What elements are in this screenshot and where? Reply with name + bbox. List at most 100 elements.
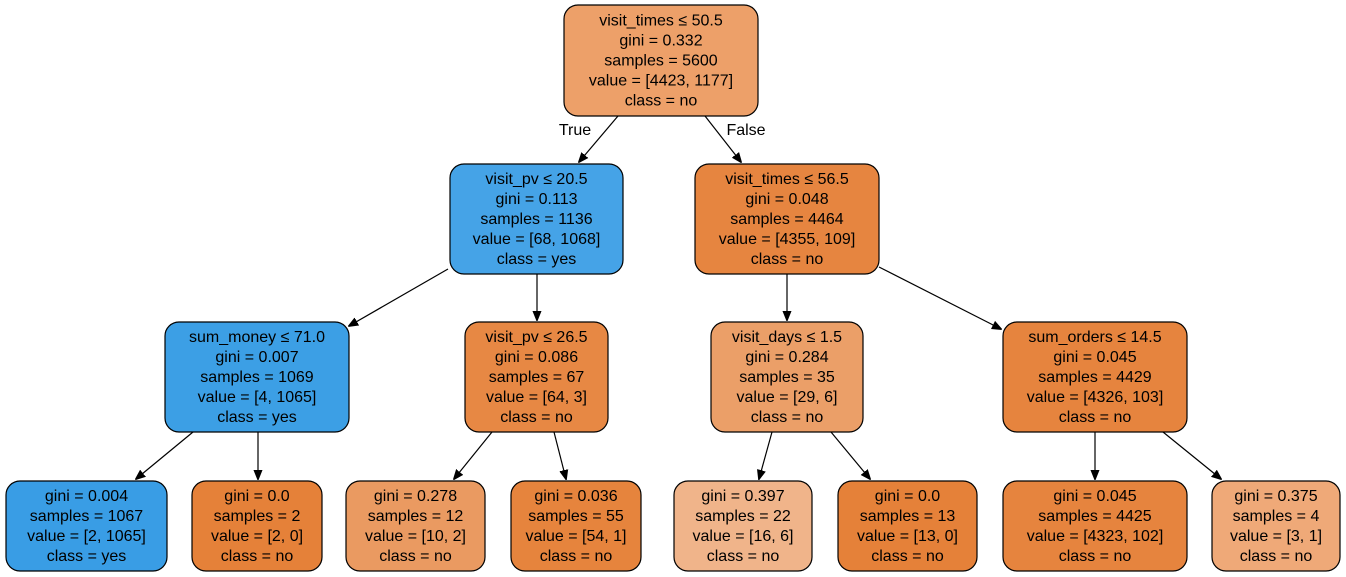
tree-node-n6: sum_orders ≤ 14.5 gini = 0.045 samples = 4… [1002, 321, 1188, 433]
node-text-line: samples = 4425 [1038, 508, 1152, 525]
node-text-line: value = [4326, 103] [1027, 389, 1164, 406]
node-text-line: value = [13, 0] [857, 528, 958, 545]
tree-node-n14: gini = 0.375 samples = 4 value = [3, 1] cla… [1211, 480, 1341, 572]
node-text-line: value = [64, 3] [486, 389, 587, 406]
edge-n4-n9 [454, 431, 493, 479]
node-box [5, 480, 168, 572]
node-text-line: class = no [379, 548, 452, 565]
node-text-line: class = yes [47, 548, 127, 565]
node-text-line: gini = 0.045 [1053, 349, 1136, 366]
node-text-line: gini = 0.004 [45, 488, 128, 505]
node-text-line: gini = 0.375 [1234, 488, 1317, 505]
node-text-line: gini = 0.086 [495, 349, 578, 366]
tree-node-n7: gini = 0.004 samples = 1067 value = [2, 10… [5, 480, 168, 572]
tree-node-n5: visit_days ≤ 1.5 gini = 0.284 samples = 35… [710, 321, 864, 433]
node-text-line: visit_days ≤ 1.5 [732, 329, 842, 346]
tree-node-n0: visit_times ≤ 50.5 gini = 0.332 samples = … [563, 4, 759, 117]
node-box [345, 480, 486, 572]
edge-n0-n2 [704, 115, 741, 162]
node-box [694, 163, 880, 275]
node-text-line: samples = 12 [368, 508, 464, 525]
tree-node-n8: gini = 0.0 samples = 2 value = [2, 0] class… [191, 480, 323, 572]
edge-label-true: True [559, 122, 591, 139]
node-text-line: class = no [221, 548, 294, 565]
node-text-line: class = no [1059, 409, 1132, 426]
node-text-line: gini = 0.113 [496, 191, 578, 208]
node-text-line: class = no [625, 93, 698, 110]
node-text-line: class = no [707, 548, 780, 565]
node-box [1211, 480, 1341, 572]
edge-label-false: False [726, 122, 765, 139]
node-box [164, 321, 350, 433]
node-text-line: value = [68, 1068] [473, 231, 601, 248]
node-text-line: samples = 67 [489, 369, 585, 386]
node-text-line: gini = 0.284 [745, 349, 828, 366]
node-text-line: gini = 0.332 [619, 33, 702, 50]
node-text-line: samples = 13 [860, 508, 956, 525]
node-text-line: class = yes [217, 409, 297, 426]
node-text-line: gini = 0.045 [1053, 488, 1136, 505]
tree-node-n10: gini = 0.036 samples = 55 value = [54, 1] c… [510, 480, 642, 572]
node-text-line: visit_pv ≤ 20.5 [485, 171, 587, 188]
node-text-line: samples = 55 [528, 508, 624, 525]
node-text-line: visit_times ≤ 56.5 [725, 171, 849, 188]
tree-node-n3: sum_money ≤ 71.0 gini = 0.007 samples = 10… [164, 321, 350, 433]
node-text-line: value = [2, 0] [211, 528, 303, 545]
node-box [673, 480, 813, 572]
node-text-line: samples = 4 [1233, 508, 1320, 525]
tree-node-n4: visit_pv ≤ 26.5 gini = 0.086 samples = 67 v… [464, 321, 609, 433]
node-text-line: value = [4355, 109] [719, 231, 856, 248]
nodes-layer: visit_times ≤ 50.5 gini = 0.332 samples = … [5, 4, 1341, 572]
node-text-line: sum_money ≤ 71.0 [189, 329, 325, 346]
node-text-line: class = no [500, 409, 573, 426]
node-text-line: gini = 0.036 [534, 488, 617, 505]
node-text-line: value = [16, 6] [693, 528, 794, 545]
edge-n4-n10 [553, 431, 566, 479]
node-text-line: class = no [751, 409, 824, 426]
node-text-line: gini = 0.048 [745, 191, 828, 208]
node-text-line: class = no [540, 548, 613, 565]
edge-n3-n7 [136, 431, 194, 479]
node-text-line: sum_orders ≤ 14.5 [1028, 329, 1161, 346]
edges-layer: True False [136, 115, 1221, 479]
node-text-line: samples = 1069 [200, 369, 314, 386]
node-text-line: value = [4423, 1177] [589, 73, 733, 90]
edge-n0-n1 [579, 115, 619, 162]
node-text-line: gini = 0.0 [224, 488, 289, 505]
edge-n5-n12 [830, 431, 870, 479]
node-text-line: samples = 4429 [1038, 369, 1152, 386]
node-box [191, 480, 323, 572]
node-text-line: samples = 35 [739, 369, 835, 386]
node-text-line: value = [3, 1] [1230, 528, 1322, 545]
node-text-line: samples = 1136 [480, 211, 592, 228]
node-text-line: visit_pv ≤ 26.5 [485, 329, 587, 346]
node-text-line: class = no [1059, 548, 1132, 565]
tree-node-n1: visit_pv ≤ 20.5 gini = 0.113 samples = 113… [449, 163, 624, 275]
node-text-line: samples = 22 [695, 508, 791, 525]
node-text-line: gini = 0.007 [215, 349, 298, 366]
node-text-line: samples = 4464 [730, 211, 844, 228]
node-box [1002, 321, 1188, 433]
node-text-line: value = [54, 1] [526, 528, 627, 545]
node-text-line: samples = 2 [214, 508, 301, 525]
node-text-line: visit_times ≤ 50.5 [599, 13, 723, 30]
node-text-line: class = no [751, 251, 824, 268]
node-text-line: class = no [1240, 548, 1313, 565]
node-box [563, 4, 759, 117]
node-text-line: samples = 1067 [30, 508, 144, 525]
node-box [837, 480, 978, 572]
node-text-line: gini = 0.278 [374, 488, 457, 505]
node-text-line: class = no [871, 548, 944, 565]
node-text-line: samples = 5600 [604, 53, 718, 70]
node-text-line: value = [29, 6] [737, 389, 838, 406]
node-box [464, 321, 609, 433]
node-text-line: value = [2, 1065] [27, 528, 146, 545]
edge-n1-n3 [349, 268, 449, 326]
node-text-line: value = [4, 1065] [198, 389, 317, 406]
node-box [710, 321, 864, 433]
